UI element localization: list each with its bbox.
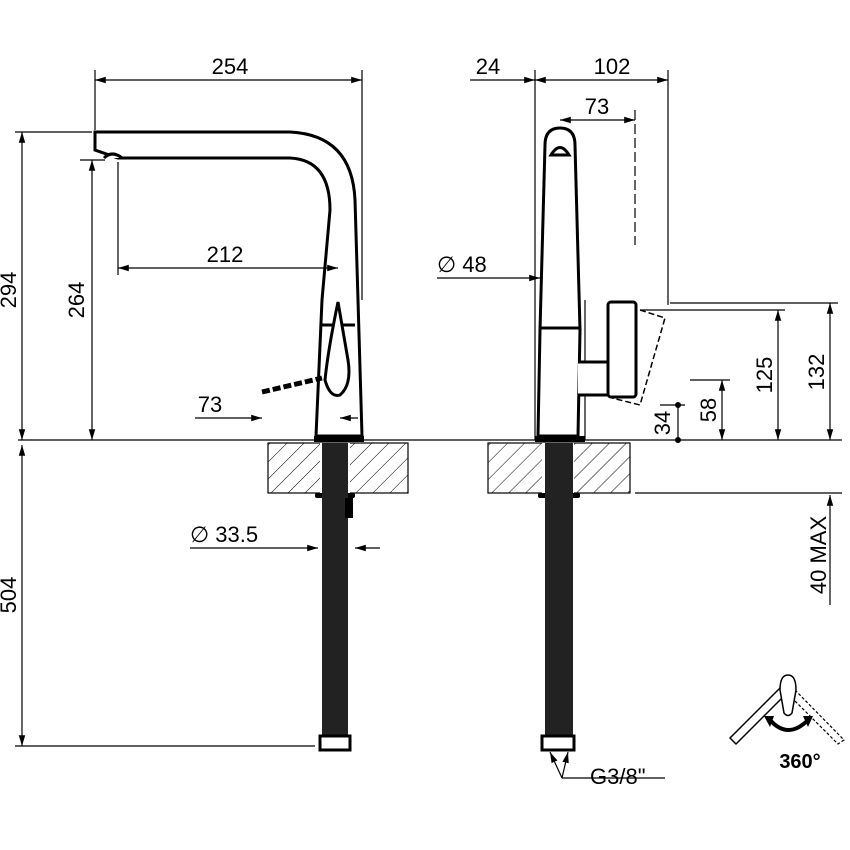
tap-body-front — [536, 126, 582, 438]
dim-height-132: 132 — [804, 354, 829, 391]
aerator — [102, 152, 123, 160]
lever-front — [606, 300, 638, 399]
dim-width: 254 — [212, 54, 249, 79]
hose-nut-left — [318, 734, 352, 752]
side-view: 254 294 264 212 73 504 ∅ 33.5 — [0, 54, 409, 752]
rotation-label: 360° — [779, 751, 820, 773]
dim-counter-max: 40 MAX — [806, 516, 831, 595]
lever-mount — [578, 360, 610, 397]
lever-open-position-front — [611, 309, 666, 406]
dim-lever: 73 — [198, 392, 222, 417]
dim-body-diameter: ∅ 48 — [437, 252, 487, 277]
dim-hose-length: 504 — [0, 577, 21, 614]
dim-hole-diameter: ∅ 33.5 — [190, 522, 258, 547]
dim-height-125: 125 — [752, 357, 777, 394]
dim-height-34: 34 — [650, 411, 675, 435]
supply-hose-left — [322, 443, 348, 738]
thread-label: G3/8" — [590, 764, 646, 789]
lever-open-position — [261, 375, 323, 395]
supply-hose-right — [545, 443, 573, 738]
dim-total-height: 294 — [0, 272, 21, 309]
rotation-360-icon: 360° — [729, 674, 845, 773]
hose-nut-right — [540, 734, 576, 752]
dim-spout-reach: 212 — [207, 242, 244, 267]
front-view: 24 102 73 ∅ 48 125 132 58 34 40 MAX G3/8… — [437, 54, 838, 789]
dim-height-58: 58 — [696, 398, 721, 422]
dim-spout-height: 264 — [64, 282, 89, 319]
tap-body-side — [93, 130, 364, 438]
dim-depth-102: 102 — [594, 54, 631, 79]
dim-lever-73: 73 — [585, 94, 609, 119]
dim-offset-24: 24 — [476, 54, 500, 79]
lever-handle — [323, 301, 351, 397]
